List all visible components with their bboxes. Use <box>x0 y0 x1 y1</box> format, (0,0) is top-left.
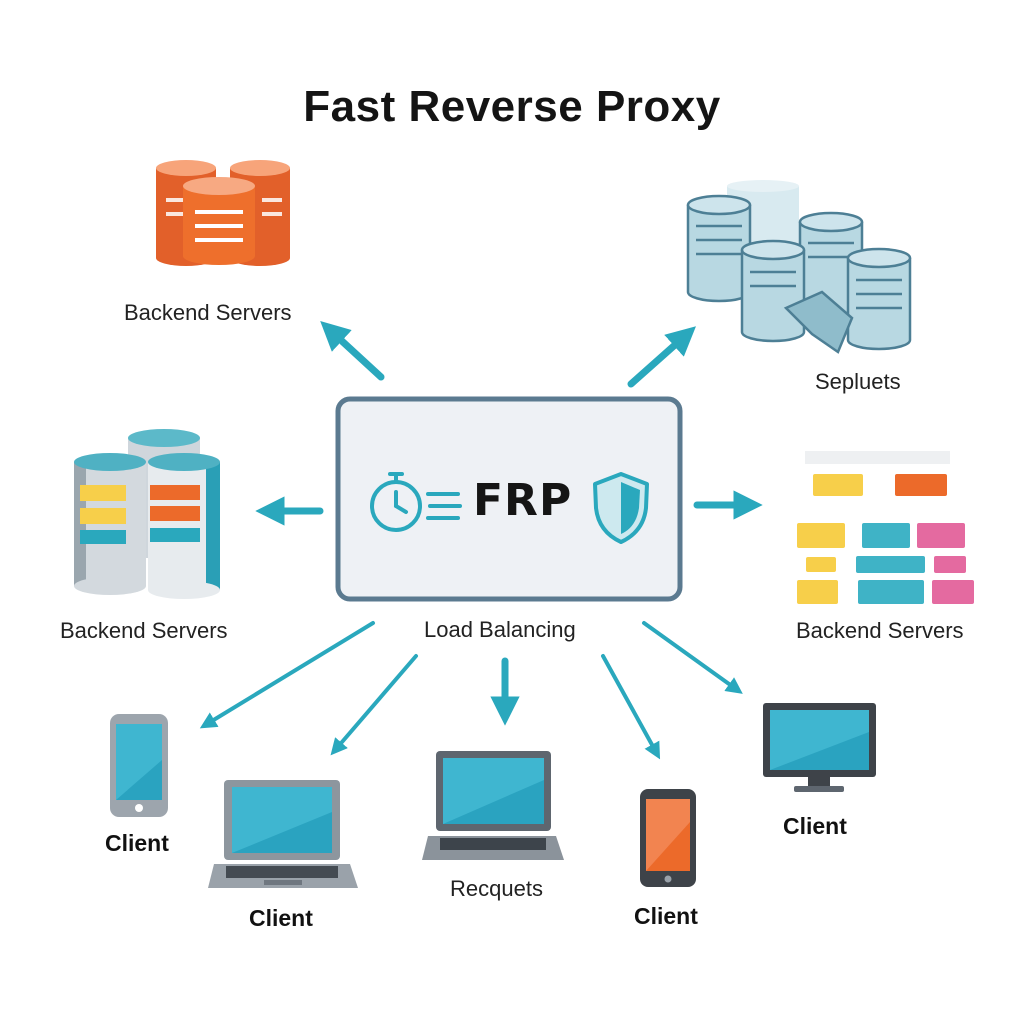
monitor-icon <box>763 703 876 792</box>
arrow-to-phone-right <box>601 654 661 760</box>
smartphone-icon <box>640 789 696 887</box>
arrow-to-top-left <box>320 321 385 381</box>
proxy-caption: Load Balancing <box>424 617 576 642</box>
proxy-name: FRP <box>473 475 573 526</box>
stopwatch-icon <box>370 472 462 532</box>
laptop-icon <box>208 780 358 888</box>
server-stack-icon <box>156 160 290 266</box>
shield-icon <box>593 472 649 544</box>
top-right-label: Sepluets <box>815 369 901 394</box>
database-cylinder-icon <box>686 180 912 354</box>
client-label-laptop-left: Client <box>249 905 313 931</box>
mid-right-label: Backend Servers <box>796 618 964 643</box>
smartphone-icon <box>110 714 168 817</box>
client-label-laptop-center: Recquets <box>450 876 543 901</box>
frp-proxy-box <box>335 396 683 602</box>
laptop-icon <box>422 751 564 860</box>
arrow-to-laptop-left <box>330 654 418 756</box>
client-label-monitor-right: Client <box>783 813 847 839</box>
top-left-label: Backend Servers <box>124 300 292 325</box>
server-stack-icon <box>74 429 220 599</box>
arrow-to-top-right <box>627 326 696 388</box>
client-label-phone-left: Client <box>105 830 169 856</box>
arrow-to-phone-left <box>199 621 375 729</box>
diagram-title: Fast Reverse Proxy <box>303 82 721 131</box>
client-label-phone-right: Client <box>634 903 698 929</box>
data-blocks-icon <box>797 451 974 604</box>
mid-left-label: Backend Servers <box>60 618 228 643</box>
arrow-to-monitor-right <box>642 621 743 694</box>
